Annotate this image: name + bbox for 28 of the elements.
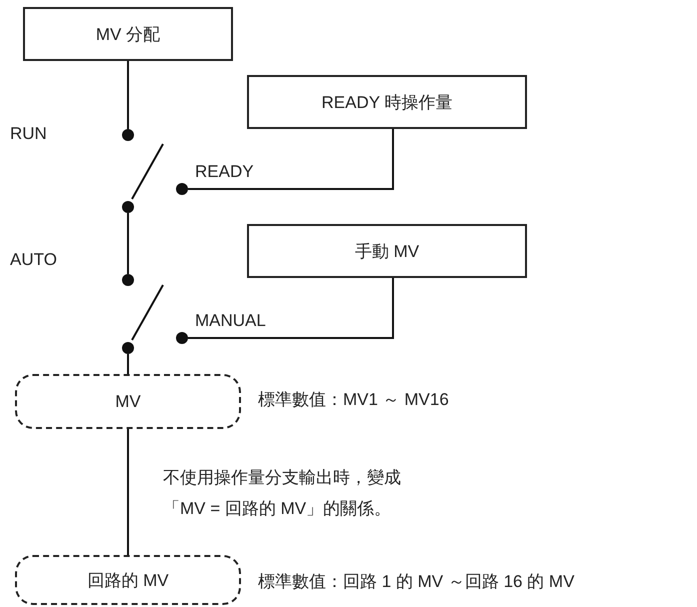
contact-dot bbox=[122, 342, 134, 354]
connector-line bbox=[127, 354, 129, 374]
switch-label: READY bbox=[195, 162, 254, 182]
switch-label: AUTO bbox=[10, 250, 57, 270]
range-note: 標準數值：回路 1 的 MV ～回路 16 的 MV bbox=[258, 571, 574, 593]
node-label: 手動 MV bbox=[354, 240, 420, 262]
connector-line bbox=[188, 278, 394, 339]
contact-dot bbox=[176, 332, 188, 344]
connector-line bbox=[127, 61, 129, 129]
node-label: MV bbox=[115, 392, 141, 412]
process-box bbox=[247, 224, 527, 278]
connector-line bbox=[127, 213, 129, 274]
node-label: 回路的 MV bbox=[87, 570, 169, 592]
connector-line bbox=[127, 429, 129, 555]
note-text: 不使用操作量分支輸出時，變成「MV = 回路的 MV」的關係。 bbox=[163, 467, 402, 520]
connector-line bbox=[188, 129, 394, 190]
contact-dot bbox=[122, 129, 134, 141]
contact-dot bbox=[176, 183, 188, 195]
contact-dot bbox=[122, 201, 134, 213]
switch-label: MANUAL bbox=[195, 311, 266, 331]
process-box bbox=[23, 7, 233, 61]
contact-dot bbox=[122, 274, 134, 286]
node-label: READY 時操作量 bbox=[322, 92, 452, 114]
range-note: 標準數值：MV1 ～ MV16 bbox=[258, 389, 449, 411]
node-label: MV 分配 bbox=[96, 24, 160, 46]
signal-box bbox=[15, 555, 241, 605]
process-box bbox=[247, 75, 527, 129]
switch-label: RUN bbox=[10, 124, 47, 144]
